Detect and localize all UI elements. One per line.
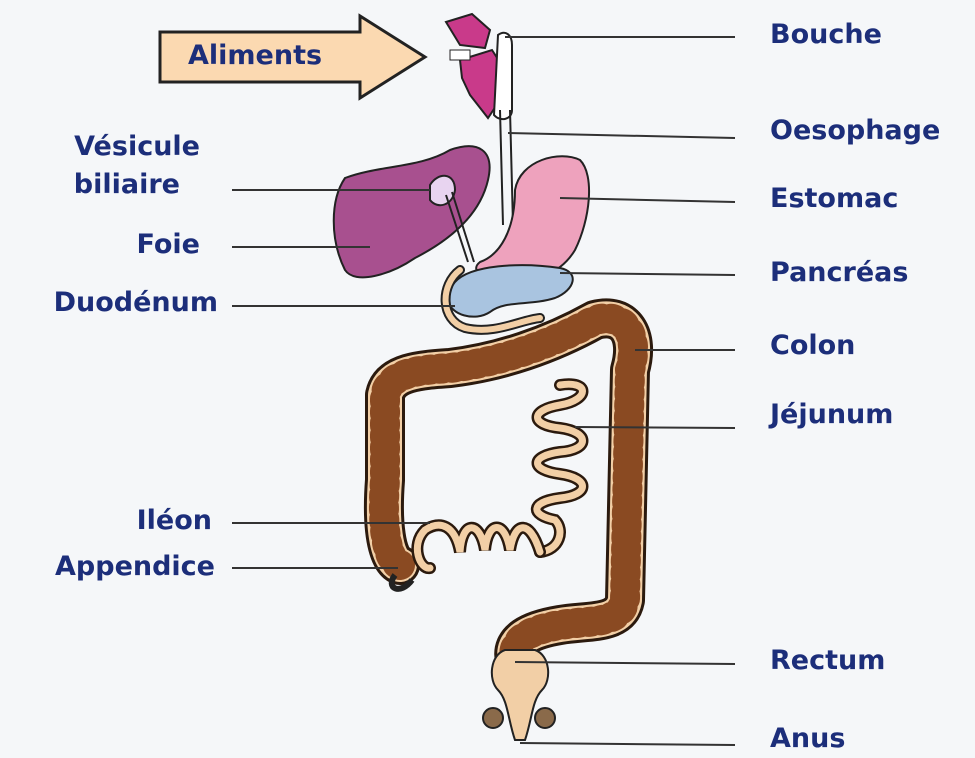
label-colon: Colon xyxy=(770,331,855,361)
label-estomac: Estomac xyxy=(770,184,898,214)
label-ileon: Iléon xyxy=(30,506,212,536)
pancreas-shape xyxy=(447,265,572,317)
label-pancreas: Pancréas xyxy=(770,258,908,288)
label-bouche: Bouche xyxy=(770,20,882,50)
label-duodenum: Duodénum xyxy=(0,288,218,318)
label-foie: Foie xyxy=(30,230,200,260)
label-vesicule-line2: biliaire xyxy=(30,170,180,200)
mouth-shape xyxy=(446,14,512,119)
gallbladder-shape xyxy=(430,176,455,205)
anal-sphincter-right xyxy=(535,708,555,728)
leader-lines xyxy=(232,37,735,745)
label-anus: Anus xyxy=(770,724,845,754)
anal-sphincter-left xyxy=(483,708,503,728)
label-rectum: Rectum xyxy=(770,646,885,676)
food-arrow-label: Aliments xyxy=(188,40,322,71)
label-vesicule-line1: Vésicule xyxy=(30,132,200,162)
oesophagus-tube xyxy=(500,110,513,225)
label-jejunum: Jéjunum xyxy=(770,400,893,430)
label-oesophage: Oesophage xyxy=(770,116,940,146)
label-appendice: Appendice xyxy=(0,552,215,582)
stomach-shape xyxy=(476,156,589,281)
